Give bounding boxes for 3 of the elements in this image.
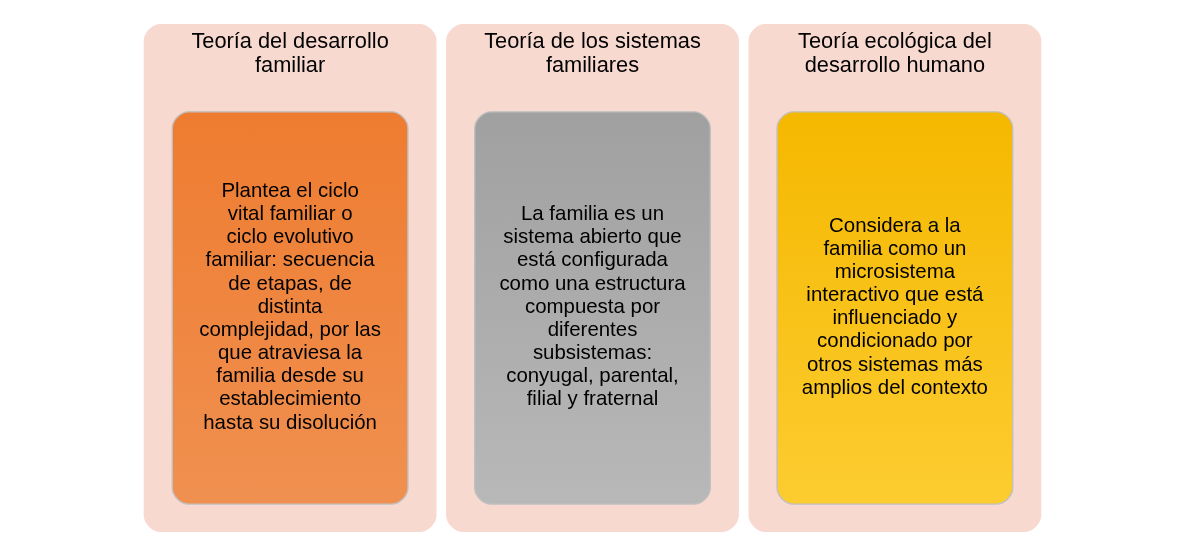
node-box: La familia es un sistema abierto que está configurada como una estructura compuesta por diferentes subsistemas: conyugal, parental, filial y fraternal bbox=[473, 111, 711, 505]
node-box: Considera a la familia como un microsistema interactivo que está influenciado y condicionado por otros sistemas más amplios del contexto bbox=[775, 111, 1013, 505]
node-box: Plantea el ciclo vital familiar o ciclo evolutivo familiar: secuencia de etapas, de distinta complejidad, por las que atraviesa la familia desde su establecimiento hasta su disolución bbox=[171, 111, 409, 505]
